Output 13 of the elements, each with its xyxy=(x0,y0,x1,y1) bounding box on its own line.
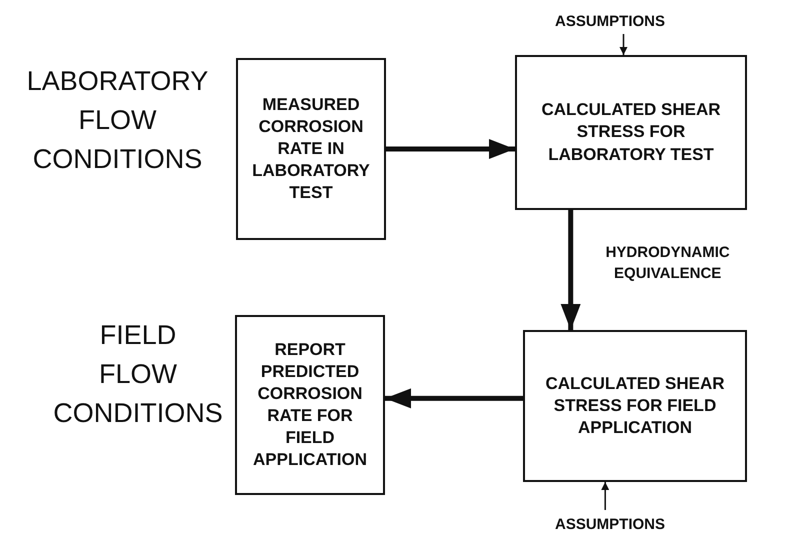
arrow xyxy=(385,388,523,408)
process-box: CALCULATED SHEAR STRESS FOR FIELD APPLICATION xyxy=(523,330,747,482)
section-label: FIELD FLOW CONDITIONS xyxy=(52,319,224,430)
arrow xyxy=(601,482,610,510)
arrow xyxy=(386,139,515,159)
process-box: MEASURED CORROSION RATE IN LABORATORY TEST xyxy=(236,58,386,240)
output-box: REPORT PREDICTED CORROSION RATE FOR FIELD APPLICATION xyxy=(235,315,385,495)
arrow xyxy=(560,210,581,330)
assumption-label: ASSUMPTIONS xyxy=(535,8,685,34)
assumption-label: ASSUMPTIONS xyxy=(530,510,690,538)
process-box: CALCULATED SHEAR STRESS FOR LABORATORY TEST xyxy=(515,55,747,210)
arrow xyxy=(620,34,628,55)
section-label: LABORATORY FLOW CONDITIONS xyxy=(26,65,210,176)
